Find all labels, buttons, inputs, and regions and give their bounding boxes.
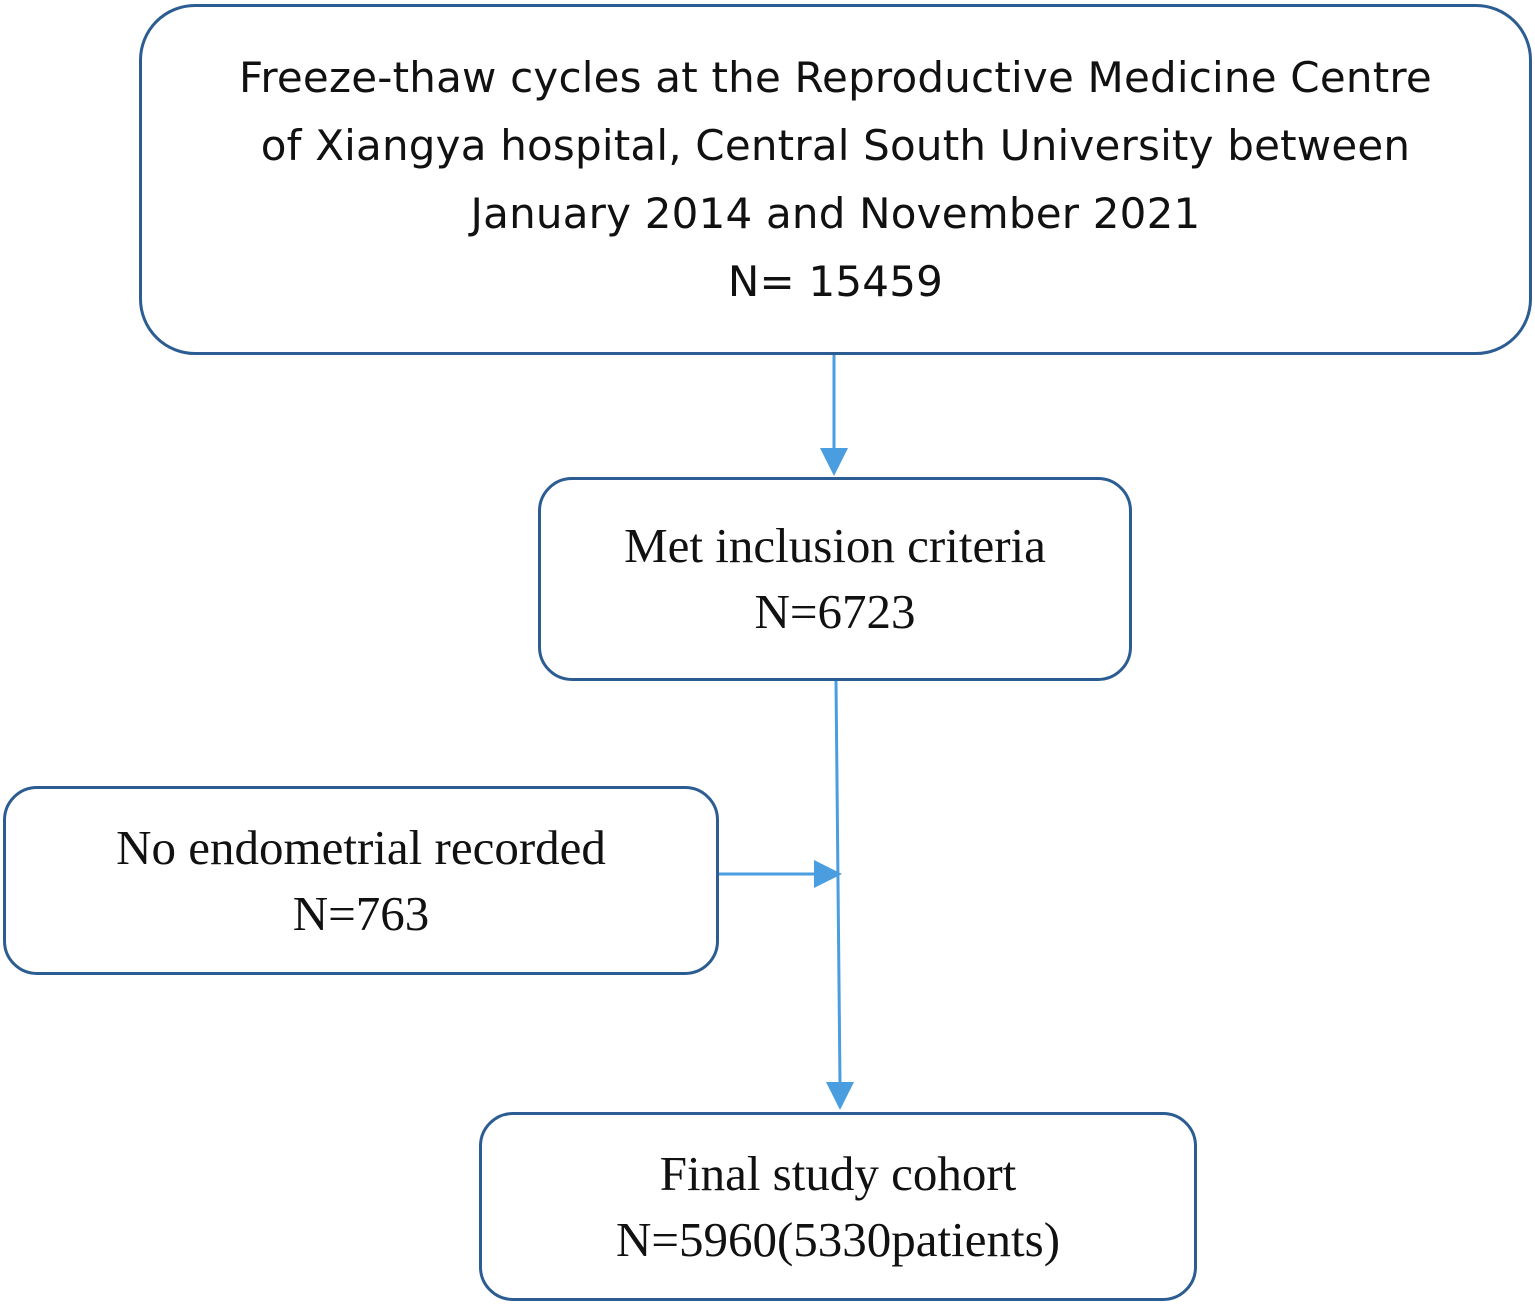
source-line-3: January 2014 and November 2021 xyxy=(470,188,1201,238)
exclusion-count: N=763 xyxy=(292,885,430,941)
final-label: Final study cohort xyxy=(659,1145,1017,1201)
final-cohort-box: Final study cohort N=5960(5330patients) xyxy=(479,1112,1197,1301)
arrow-source-to-inclusion xyxy=(820,355,848,476)
inclusion-label: Met inclusion criteria xyxy=(624,518,1046,573)
exclusion-label: No endometrial recorded xyxy=(116,819,606,875)
source-line-1: Freeze-thaw cycles at the Reproductive M… xyxy=(239,52,1432,102)
arrow-inclusion-to-final xyxy=(826,680,854,1110)
inclusion-count: N=6723 xyxy=(754,584,916,639)
source-line-2: of Xiangya hospital, Central South Unive… xyxy=(260,120,1411,170)
inclusion-criteria-box: Met inclusion criteria N=6723 xyxy=(538,477,1132,681)
source-population-box: Freeze-thaw cycles at the Reproductive M… xyxy=(139,4,1532,355)
exclusion-box: No endometrial recorded N=763 xyxy=(3,786,719,975)
source-count: N= 15459 xyxy=(727,256,944,306)
final-count: N=5960(5330patients) xyxy=(615,1211,1061,1267)
arrow-excluded-to-main xyxy=(719,860,842,888)
